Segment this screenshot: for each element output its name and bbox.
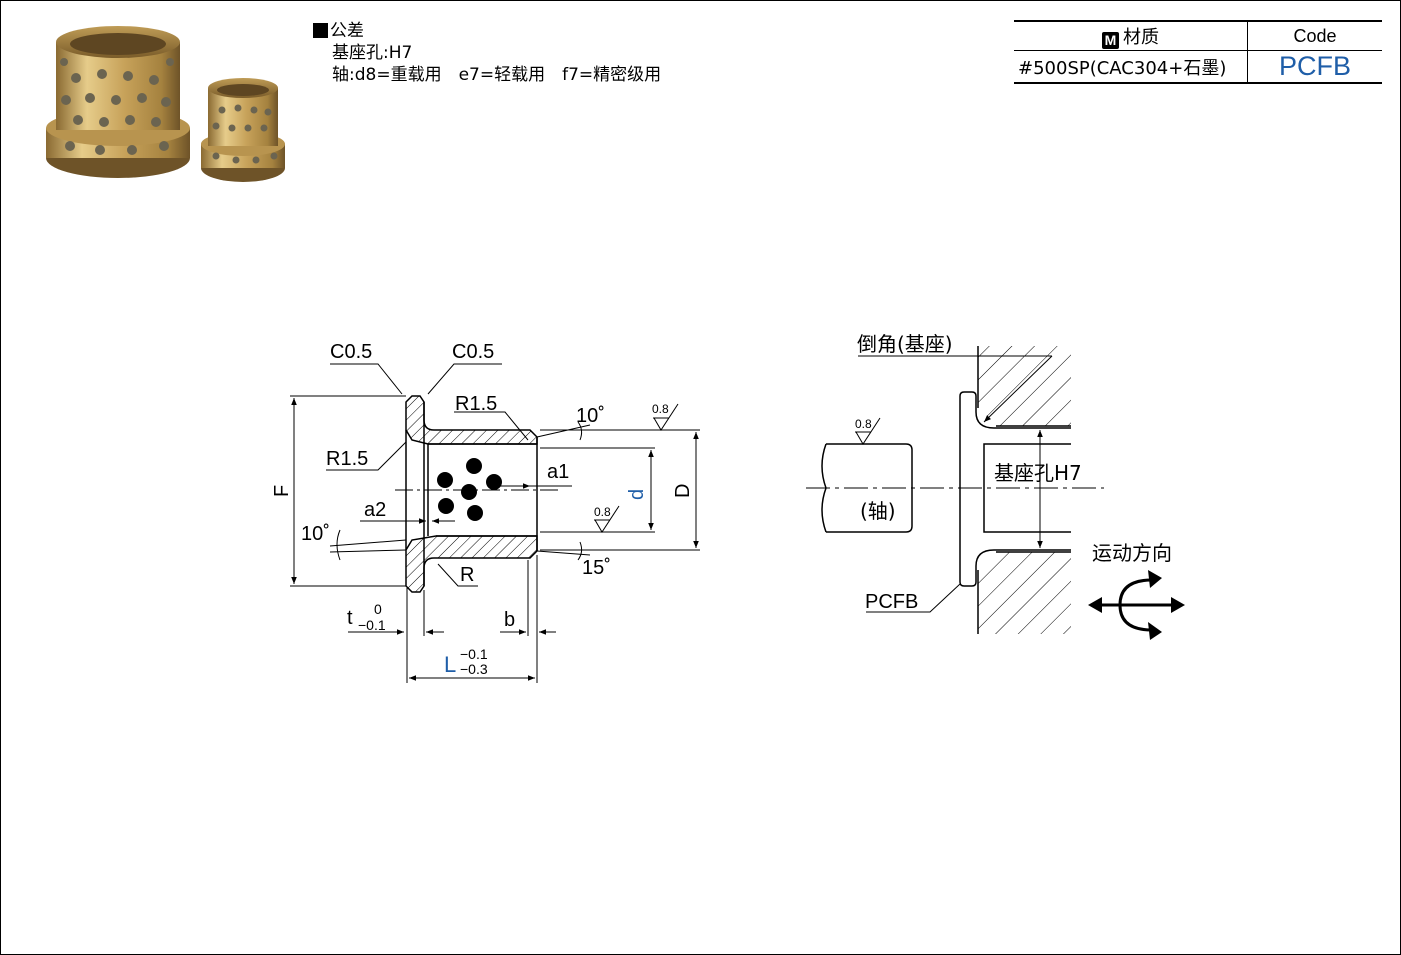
roughness-symbol-inner xyxy=(594,505,620,533)
dim-a1-label: a1 xyxy=(547,461,569,483)
angle-top-label: 10˚ xyxy=(576,405,605,427)
radius-top-label: R1.5 xyxy=(455,393,497,415)
installation-view xyxy=(806,346,1104,634)
tolerance-shaft: 轴:d8=重载用 e7=轻载用 f7=精密级用 xyxy=(332,65,662,85)
angle-bottom-label: 15˚ xyxy=(582,557,611,579)
angle-left-label: 10˚ xyxy=(301,523,330,545)
bushing-section-view xyxy=(395,395,560,593)
dim-F-label: F xyxy=(271,485,293,497)
code-value-cell: PCFB xyxy=(1247,50,1382,84)
roughness-outer-label: 0.8 xyxy=(652,402,669,416)
L-tol-upper-label: −0.1 xyxy=(460,646,488,662)
square-bullet-icon xyxy=(313,23,328,38)
tolerance-heading: 公差 xyxy=(313,20,661,42)
dim-b-label: b xyxy=(504,609,515,631)
dim-t-label: t xyxy=(347,607,353,629)
product-photo xyxy=(46,26,285,182)
material-value-cell: #500SP(CAC304+石墨) xyxy=(1014,50,1248,84)
material-m-icon: M xyxy=(1102,32,1119,49)
chamfer-housing-label: 倒角(基座) xyxy=(857,332,953,356)
motion-direction-icon xyxy=(1088,570,1185,640)
chamfer-right-label: C0.5 xyxy=(452,341,494,363)
dim-d-label: d xyxy=(626,489,648,500)
dim-L-label: L xyxy=(444,652,456,677)
installation-annotations xyxy=(855,355,1053,613)
t-tol-lower-label: −0.1 xyxy=(358,617,386,633)
shaft-roughness-label: 0.8 xyxy=(855,417,872,431)
t-tol-upper-label: 0 xyxy=(374,601,382,617)
chamfer-left-label: C0.5 xyxy=(330,341,372,363)
radius-left-label: R1.5 xyxy=(326,448,368,470)
roughness-symbol-outer xyxy=(653,403,679,431)
radius-bottom-label: R xyxy=(460,564,474,586)
large-bushing-photo xyxy=(46,26,190,178)
tolerance-notes: 公差 基座孔:H7 轴:d8=重载用 e7=轻载用 f7=精密级用 xyxy=(313,20,661,86)
shaft-label: (轴) xyxy=(860,499,896,523)
part-code-label: PCFB xyxy=(865,591,918,613)
dim-a2-label: a2 xyxy=(364,499,386,521)
dim-D-label: D xyxy=(672,484,694,498)
dimension-lines xyxy=(290,363,700,683)
motion-direction-label: 运动方向 xyxy=(1092,541,1172,565)
small-bushing-photo xyxy=(201,78,285,182)
housing-bore-label: 基座孔H7 xyxy=(994,461,1082,485)
tolerance-housing: 基座孔:H7 xyxy=(332,43,413,63)
L-tol-lower-label: −0.3 xyxy=(460,661,488,677)
code-header-cell: Code xyxy=(1247,20,1382,51)
roughness-inner-label: 0.8 xyxy=(594,505,611,519)
table-row: #500SP(CAC304+石墨) PCFB xyxy=(1014,50,1382,84)
